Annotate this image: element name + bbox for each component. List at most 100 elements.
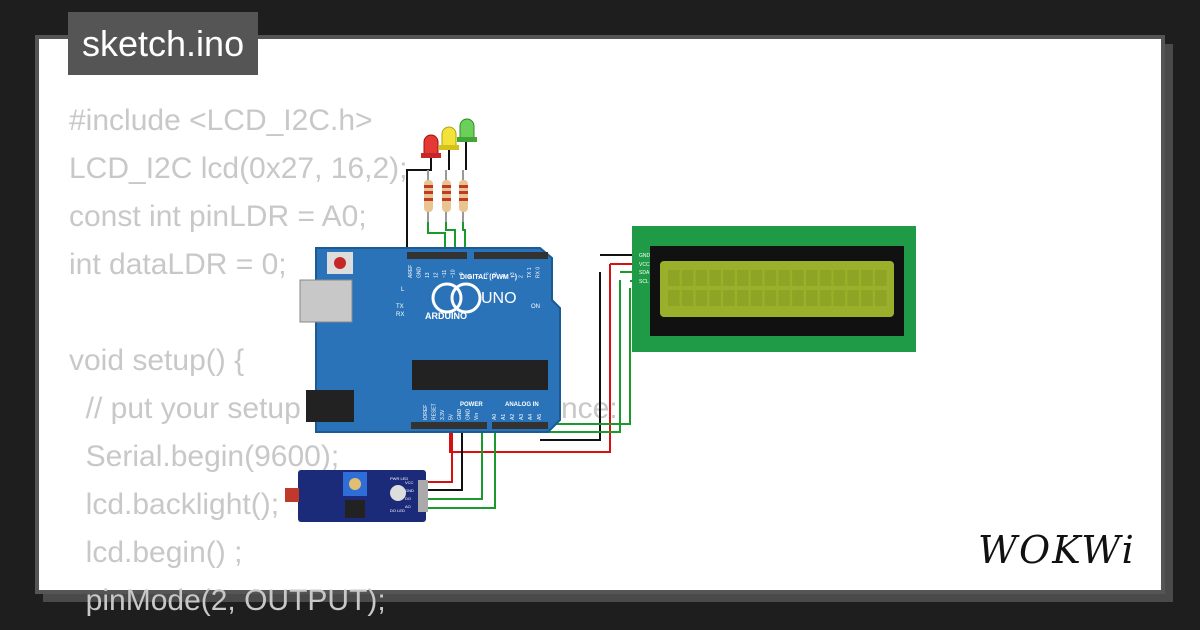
- digital-pin-label: ~5: [493, 272, 499, 278]
- lcd-cell: [681, 290, 694, 306]
- power-pin-label: GND: [466, 409, 472, 421]
- sensor-pin-gnd: GND: [405, 488, 414, 493]
- lcd-cell: [764, 290, 777, 306]
- lcd-pin-gnd: GND: [639, 253, 651, 259]
- power-pin-label: Vin: [474, 413, 480, 420]
- sketch-title[interactable]: sketch.ino: [68, 12, 259, 75]
- sensor-pin-vcc: VCC: [405, 480, 414, 485]
- lcd-cell: [792, 290, 804, 306]
- digital-header-right: [474, 252, 548, 259]
- code-line: lcd.begin() ;: [69, 536, 243, 569]
- digital-pin-label: ~6: [485, 272, 491, 278]
- analog-pin-label: A3: [519, 414, 525, 420]
- digital-pin-label: 12: [434, 272, 440, 278]
- digital-header-left: [407, 252, 467, 259]
- digital-pin-label: 13: [425, 272, 431, 278]
- lcd-character-cells: [668, 270, 887, 306]
- power-header-label: POWER: [460, 402, 483, 408]
- led-label-l: L: [401, 287, 405, 293]
- analog-pin-label: A1: [501, 414, 507, 420]
- resistors[interactable]: [424, 170, 468, 222]
- lcd-cell: [778, 270, 790, 286]
- power-jack: [306, 390, 354, 422]
- digital-pin-label: ~11: [442, 270, 448, 278]
- lcd-cell: [861, 270, 873, 286]
- lcd-cell: [695, 270, 708, 286]
- lcd-cell: [750, 270, 763, 286]
- lcd-cell: [833, 290, 846, 306]
- digital-pin-label: 8: [468, 275, 474, 278]
- lcd-cell: [737, 270, 749, 286]
- power-pin-label: 5V: [449, 413, 455, 420]
- lcd-cell: [819, 270, 832, 286]
- wokwi-logo: WOKWi: [978, 528, 1136, 572]
- photoresistor: [285, 488, 299, 502]
- analog-pin-label: A2: [510, 414, 516, 420]
- lcd-cell: [668, 290, 680, 306]
- analog-pin-label: A0: [492, 414, 498, 420]
- wires: [406, 142, 636, 509]
- lcd-cell: [750, 290, 763, 306]
- lcd-cell: [819, 290, 832, 306]
- digital-pin-label: GND: [417, 267, 423, 279]
- lcd-cell: [681, 270, 694, 286]
- sensor-pin-do: DO: [405, 496, 411, 501]
- sensor-label-pwr: PWR LED: [390, 476, 408, 481]
- lcd-cell: [847, 290, 859, 306]
- power-pin-label: GND: [457, 409, 463, 421]
- board-brand: ARDUINO: [425, 311, 467, 321]
- board-name: UNO: [481, 290, 517, 307]
- digital-pin-label: RX 0: [536, 267, 542, 278]
- lcd-cell: [723, 270, 735, 286]
- lcd-display[interactable]: GND VCC SDA SCL: [632, 226, 916, 352]
- reset-button: [334, 257, 346, 269]
- digital-pin-label: 2: [519, 275, 525, 278]
- led-red[interactable]: [421, 134, 441, 158]
- digital-header-label: DIGITAL (PWM ~): [460, 274, 517, 281]
- lcd-cell: [764, 270, 777, 286]
- lcd-cell: [833, 270, 846, 286]
- code-line: int dataLDR = 0;: [69, 248, 287, 281]
- lcd-cell: [875, 270, 887, 286]
- power-pin-label: IOREF: [423, 405, 429, 420]
- code-line: lcd.backlight();: [69, 488, 280, 521]
- digital-pin-label: TX 1: [527, 267, 533, 278]
- led-label-rx: RX: [396, 312, 404, 318]
- digital-pin-label: AREF: [408, 265, 414, 278]
- led-label-on: ON: [531, 304, 540, 310]
- power-header: [411, 422, 487, 429]
- lcd-cell: [709, 290, 721, 306]
- code-preview: #include <LCD_I2C.h>LCD_I2C lcd(0x27, 16…: [69, 97, 618, 625]
- led-green[interactable]: [457, 118, 477, 142]
- power-pin-label: RESET: [432, 403, 438, 420]
- code-line: Serial.begin(9600);: [69, 440, 340, 473]
- lcd-cell: [668, 270, 680, 286]
- lcd-cell: [792, 270, 804, 286]
- frame-shadow-right: [1165, 44, 1173, 602]
- digital-pin-label: ~9: [459, 272, 465, 278]
- lcd-cell: [709, 270, 721, 286]
- ldr-sensor-module[interactable]: VCC GND DO AO PWR LED DO LED: [285, 470, 428, 522]
- frame-shadow-bottom: [43, 594, 1171, 602]
- led-yellow[interactable]: [439, 126, 459, 150]
- lcd-cell: [778, 290, 790, 306]
- code-line: const int pinLDR = A0;: [69, 200, 367, 233]
- lcd-cell: [723, 290, 735, 306]
- lcd-cell: [847, 270, 859, 286]
- usb-port: [299, 279, 353, 323]
- lcd-cell: [737, 290, 749, 306]
- code-line: pinMode(2, OUTPUT);: [69, 584, 386, 617]
- lcd-pin-sda: SDA: [639, 270, 650, 276]
- digital-pin-label: 4: [502, 275, 508, 278]
- code-line: #include <LCD_I2C.h>: [69, 104, 373, 137]
- lcd-pin-scl: SCL: [639, 279, 649, 285]
- digital-pin-label: ~3: [510, 272, 516, 278]
- arduino-uno-board[interactable]: UNO ARDUINO DIGITAL (PWM ~) POWER ANALOG…: [299, 247, 561, 433]
- sensor-pin-ao: AO: [405, 504, 411, 509]
- lcd-cell: [806, 270, 818, 286]
- digital-pin-label: ~10: [451, 269, 457, 278]
